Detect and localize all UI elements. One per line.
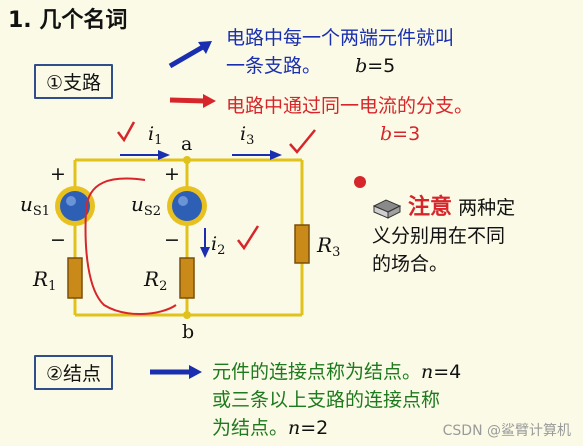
label-r3: R3: [316, 233, 340, 260]
note-text-1: 两种定: [458, 197, 516, 219]
section-heading: 1. 几个名词: [8, 8, 128, 33]
check-mark-3-icon: [237, 225, 260, 251]
node-a-dot: [183, 156, 191, 164]
label-i3: i3: [240, 123, 254, 148]
label-us2: uS2: [131, 192, 161, 219]
minus-us1: −: [50, 229, 66, 251]
book-icon: [372, 198, 402, 220]
node-def-line-1: 元件的连接点称为结点。n=4: [212, 361, 462, 383]
label-r2: R2: [143, 267, 167, 294]
resistor-r2: [179, 257, 195, 299]
note-line-2: 义分别用在不同: [372, 225, 506, 247]
node-label-box: ②结点: [34, 355, 114, 390]
note-block: 注意 两种定 义分别用在不同 的场合。: [372, 194, 515, 278]
red-branch-loop-annotation: [84, 177, 177, 315]
node-definition: 元件的连接点称为结点。n=4 或三条以上支路的连接点称 为结点。n=2: [212, 358, 461, 442]
branch-count-5: b=5: [355, 55, 396, 77]
current-arrow-i3: [232, 150, 282, 160]
node-def-line-3: 为结点。n=2: [212, 417, 329, 439]
voltage-source-us2: [167, 186, 207, 226]
branch-label-box: ①支路: [34, 64, 114, 99]
minus-us2: −: [164, 229, 180, 251]
branch-definition-2: 电路中通过同一电流的分支。: [226, 95, 474, 117]
label-i1: i1: [148, 123, 162, 148]
node-def-line-2: 或三条以上支路的连接点称: [212, 389, 441, 411]
branch-def-line-2-text: 一条支路。: [226, 55, 322, 77]
note-line-3: 的场合。: [372, 253, 449, 275]
label-i2: i2: [211, 233, 225, 258]
check-mark-2-icon: [289, 129, 316, 154]
label-node-a: a: [181, 133, 192, 155]
current-arrow-i1: [120, 150, 170, 160]
node-b-dot: [183, 311, 191, 319]
note-bullet: [354, 176, 366, 188]
resistor-r1: [67, 257, 83, 299]
watermark: CSDN @鲨臂计算机: [442, 423, 571, 439]
check-mark-1-icon: [117, 121, 136, 143]
blue-pointer-arrow-node: [150, 365, 202, 379]
branch-definition-1: 电路中每一个两端元件就叫 一条支路。 b=5: [226, 24, 454, 80]
branch-def-line-1: 电路中每一个两端元件就叫: [226, 27, 455, 49]
note-line-1: 注意 两种定: [372, 194, 515, 222]
label-r1: R1: [32, 267, 56, 294]
label-node-b: b: [182, 321, 194, 343]
branch-count-3: b=3: [380, 123, 421, 145]
plus-us2: +: [164, 163, 180, 185]
plus-us1: +: [50, 163, 66, 185]
note-keyword: 注意: [408, 195, 453, 220]
current-arrow-i2: [200, 228, 210, 258]
red-pointer-arrow-branch: [169, 94, 216, 108]
resistor-r3: [294, 224, 310, 264]
label-us1: uS1: [20, 192, 50, 219]
blue-pointer-arrow-branch: [168, 41, 212, 69]
branch-def-line-2: 一条支路。 b=5: [226, 52, 454, 80]
voltage-source-us1: [55, 186, 95, 226]
